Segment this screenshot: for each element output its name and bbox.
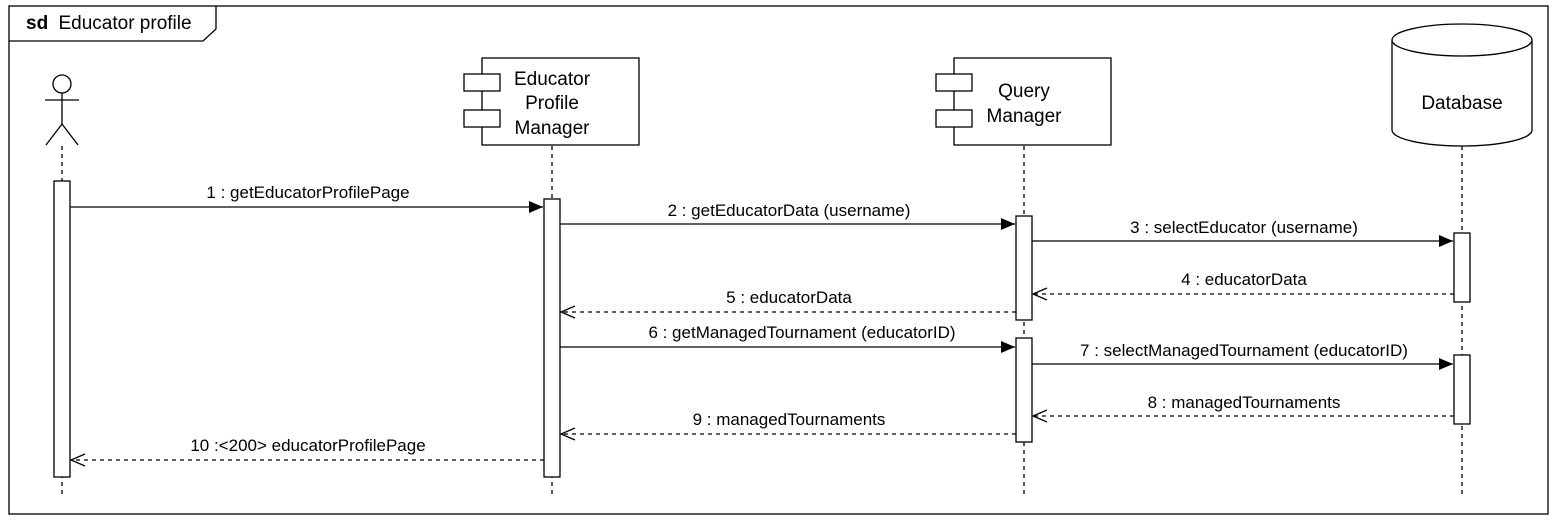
actor-figure — [45, 74, 79, 146]
frame-title: sd Educator profile — [26, 13, 192, 34]
message-1-label: 1 : getEducatorProfilePage — [206, 183, 409, 202]
activation-educator-profile-manager — [543, 198, 561, 478]
frame-border — [8, 5, 1549, 515]
component-icon — [935, 73, 973, 92]
activation-database-1 — [1453, 232, 1471, 303]
participant-label-line: Manager — [987, 106, 1063, 127]
component-icon — [463, 73, 501, 92]
participant-label-line: Profile — [525, 93, 579, 114]
message-10-label: 10 :<200> educatorProfilePage — [190, 436, 425, 455]
message-9-label: 9 : managedTournaments — [693, 410, 886, 429]
participant-database: Database — [1391, 23, 1533, 147]
participant-label-line: Manager — [515, 118, 591, 139]
message-7-label: 7 : selectManagedTournament (educatorID) — [1080, 341, 1408, 360]
participant-query-manager: Query Manager — [935, 57, 1112, 146]
participant-educator-profile-manager: Educator Profile Manager — [463, 57, 640, 146]
message-6-label: 6 : getManagedTournament (educatorID) — [648, 323, 955, 342]
message-5-label: 5 : educatorData — [726, 288, 852, 307]
activation-database-2 — [1453, 354, 1471, 425]
component-icon — [935, 109, 973, 128]
participant-label-line: Educator — [514, 69, 591, 90]
message-2-label: 2 : getEducatorData (username) — [668, 201, 911, 220]
participant-label: Database — [1421, 93, 1502, 114]
frame-title-text: Educator profile — [58, 13, 191, 34]
participant-label-line: Query — [998, 81, 1050, 102]
message-4-label: 4 : educatorData — [1181, 270, 1307, 289]
frame-title-tab — [9, 6, 217, 42]
message-3-label: 3 : selectEducator (username) — [1130, 218, 1358, 237]
activation-actor — [53, 180, 71, 478]
component-icon — [463, 109, 501, 128]
activation-query-manager-2 — [1015, 337, 1033, 443]
message-8-label: 8 : managedTournaments — [1148, 393, 1341, 412]
activation-query-manager-1 — [1015, 215, 1033, 321]
frame-keyword: sd — [26, 13, 48, 34]
